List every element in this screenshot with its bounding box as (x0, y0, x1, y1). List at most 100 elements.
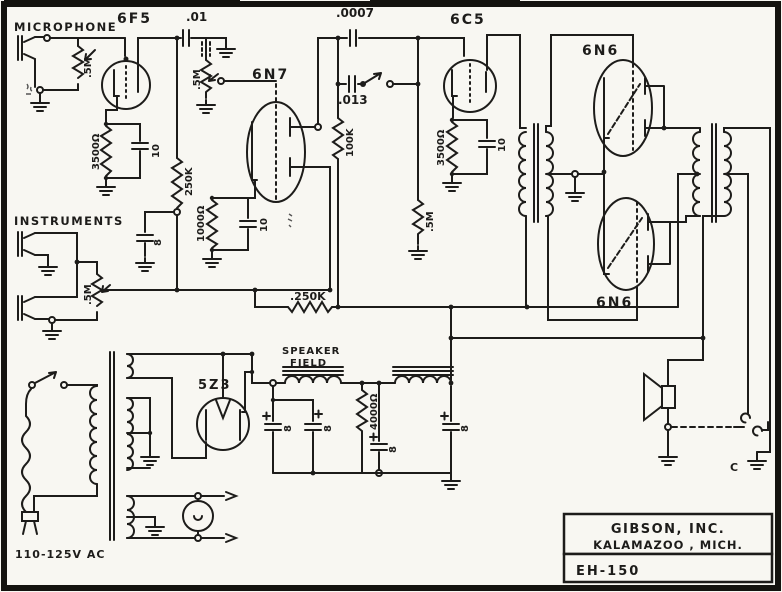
title-block: GIBSON, INC. KALAMAZOO , MICH. EH-150 (562, 512, 774, 584)
resistor-6f5-plate (170, 157, 184, 209)
value-6n7-cathode-cap: 10 (259, 218, 270, 232)
capacitor-tone-switched (337, 75, 363, 93)
value-coupling-res: .250K (290, 290, 326, 303)
tube-6n6-upper-stage: 6N6 (582, 43, 701, 215)
polarity-plus-icon (262, 411, 271, 421)
value-6f5-cathode-res: 3500Ω (91, 133, 102, 170)
tube-label-6f5: 6F5 (117, 11, 152, 27)
power-supply-section: 110-125V AC (15, 351, 160, 561)
label-output-terminal: C (730, 461, 738, 474)
pot-wiper-arrow-icon (208, 73, 219, 82)
scan-border-smudge (4, 0, 520, 6)
tube-6c5-envelope (443, 59, 497, 113)
capacitor-coupling-01 (182, 29, 207, 47)
output-jack-icon (740, 412, 751, 424)
value-filter-cap-1: 8 (283, 425, 294, 432)
label-microphone: MICROPHONE (14, 20, 117, 34)
value-grid-leak: .5M (192, 69, 203, 90)
value-tone-cap-switched: .013 (338, 93, 368, 107)
pot-wiper-arrow-icon (101, 284, 111, 293)
value-6f5-plate-res: 250K (184, 166, 195, 196)
pot-grid-leak (199, 59, 213, 99)
resistor-6n7-cathode (205, 199, 219, 249)
choke-core (282, 366, 344, 376)
manufacturer-name: GIBSON, INC. (611, 522, 725, 537)
polarity-plus-icon (314, 409, 323, 419)
scan-smudge (26, 83, 33, 95)
value-filter-cap-4: 8 (460, 425, 471, 432)
label-power: 110-125V AC (15, 548, 105, 561)
power-transformer-primary (89, 385, 98, 485)
pot-wiper-arrow-icon (84, 49, 96, 61)
interstage-transformer (518, 34, 638, 321)
model-box (562, 552, 774, 584)
tube-label-6n6-lower: 6N6 (596, 295, 633, 311)
tone-network: .0007 .013 100K .5M (331, 6, 436, 308)
filter-section: SPEAKER FIELD 4000Ω 8 8 8 8 (262, 306, 471, 490)
tube-6n6-lower-envelope (597, 197, 655, 291)
value-6c5-cathode-res: 3500Ω (436, 129, 447, 166)
title-box (562, 512, 774, 556)
filter-capacitor-4 (442, 385, 460, 474)
tube-6n6-upper-envelope (593, 59, 653, 157)
value-coupling-cap: .01 (186, 10, 207, 24)
speaker-field-choke (284, 375, 342, 384)
value-mic-volume: .5M (83, 57, 94, 78)
value-filter-cap-2: 8 (323, 425, 334, 432)
label-speaker-field-2: FIELD (290, 358, 327, 369)
capacitor-6f5-cathode (105, 123, 149, 179)
filter-capacitor-3 (370, 382, 388, 471)
tube-label-6c5: 6C5 (450, 12, 486, 28)
polarity-plus-icon (440, 411, 449, 421)
mic-volume-pot (42, 45, 85, 91)
resistor-6f5-cathode (99, 125, 113, 177)
shielded-lead-icon (201, 41, 211, 57)
value-tone-res: 100K (345, 127, 356, 157)
signal-rails: .250K (103, 287, 679, 314)
filter-capacitor-2 (272, 399, 322, 474)
value-decoupling-cap: 8 (153, 239, 164, 246)
label-instruments: INSTRUMENTS (14, 214, 124, 228)
tube-label-6n7: 6N7 (252, 67, 289, 83)
manufacturer-location: KALAMAZOO , MICH. (593, 538, 743, 552)
capacitor-6c5-cathode (451, 119, 496, 175)
tube-6c5-stage: 6C5 3500Ω 10 (417, 12, 527, 192)
value-6n7-cathode-res: 1000Ω (196, 205, 207, 242)
rectifier-filament-winding (126, 353, 134, 379)
value-tone-cap-fixed: .0007 (336, 6, 374, 20)
coupling-network: .01 .5M 250K 8 (135, 10, 277, 291)
value-6c5-cathode-cap: 10 (497, 138, 508, 152)
capacitor-tone-fixed (337, 29, 419, 47)
label-speaker-field-1: SPEAKER (282, 346, 340, 357)
capacitor-decoupling (136, 211, 175, 257)
pilot-lamp-section (126, 491, 237, 543)
scan-smudge (287, 213, 293, 228)
filter-capacitor-1 (264, 385, 282, 474)
instruments-input-section: INSTRUMENTS .5M (14, 214, 124, 340)
output-jack-icon (752, 421, 769, 437)
rectifier-filament (215, 399, 231, 421)
tone-switch-icon (362, 72, 382, 85)
value-filter-cap-3: 8 (388, 446, 399, 453)
power-cord (21, 388, 32, 513)
transformer-core (533, 123, 539, 223)
value-mid-grid-res: .5M (425, 211, 436, 232)
tube-label-5z3: 5Z3 (198, 378, 232, 393)
resistor-6c5-cathode (445, 121, 459, 173)
tube-6n7-stage: 6N7 1000Ω 10 (196, 37, 339, 291)
rectifier-5z3-stage: 5Z3 (126, 351, 271, 459)
power-switch-icon (34, 371, 57, 384)
resistor-bleeder (355, 382, 369, 474)
output-transformer (450, 123, 771, 453)
value-bleeder-res: 4000Ω (369, 393, 380, 430)
resistor-coupling-250k (287, 300, 333, 314)
tube-label-6n6-upper: 6N6 (582, 43, 619, 59)
resistor-tone-100k (331, 117, 345, 160)
model-number: EH-150 (576, 564, 640, 579)
filter-choke (394, 375, 452, 384)
value-6f5-cathode-cap: 10 (151, 144, 162, 158)
transformer-core (711, 123, 717, 223)
power-plug-icon (21, 511, 39, 522)
